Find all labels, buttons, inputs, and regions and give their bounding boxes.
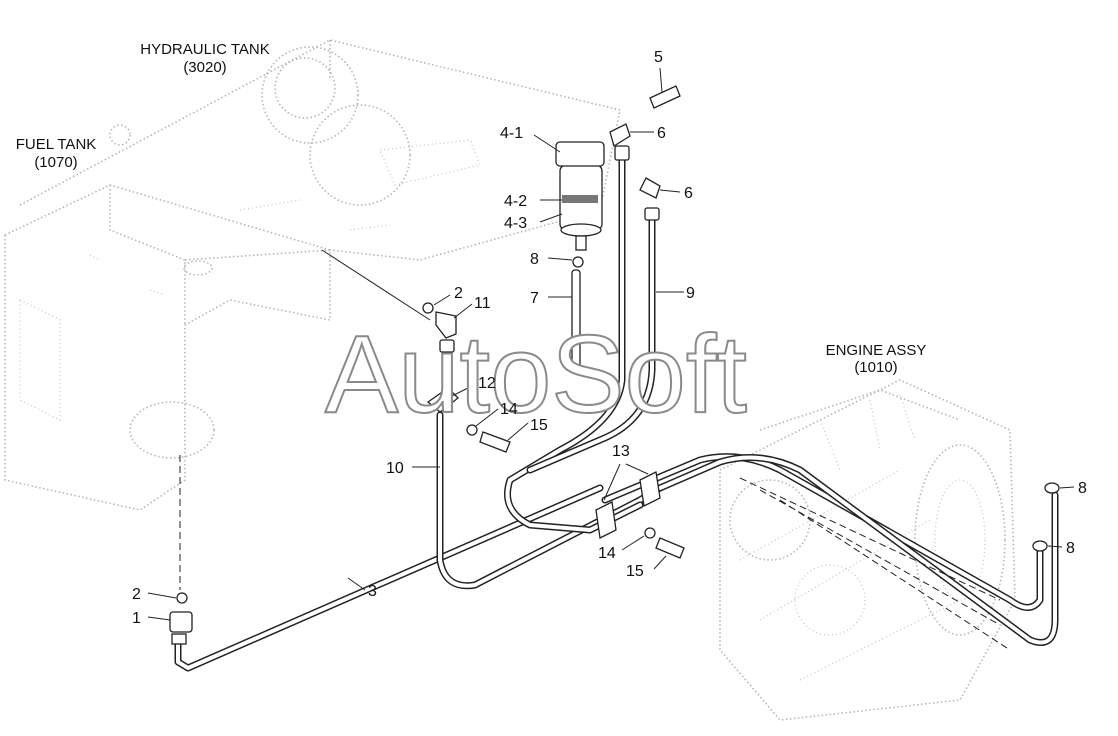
fittings — [169, 85, 1060, 645]
engine-label: ENGINE ASSY — [826, 342, 927, 359]
fuel-tank-outline — [4, 184, 331, 511]
pipe-clamps — [595, 471, 661, 539]
hidden-pipe-lines — [739, 477, 1011, 651]
callout-10: 10 — [386, 460, 404, 477]
callout-4-2: 4-2 — [504, 193, 527, 210]
callout-12: 12 — [478, 375, 496, 392]
callout-13: 13 — [612, 443, 630, 460]
callout-8-engine-upper: 8 — [1078, 480, 1087, 497]
callout-6-lower: 6 — [684, 185, 693, 202]
callout-14-lower: 14 — [598, 545, 616, 562]
watermark: AutoSoft — [325, 313, 747, 436]
callout-15-lower: 15 — [626, 563, 644, 580]
callout-5: 5 — [654, 49, 663, 66]
fuel-tank-code: (1070) — [34, 154, 77, 171]
fuel-tank-label: FUEL TANK — [16, 136, 97, 153]
callout-leaders — [147, 67, 1075, 621]
engine-outline — [719, 379, 1016, 721]
callout-11: 11 — [474, 295, 491, 312]
hydraulic-tank-leader — [321, 249, 431, 321]
callout-7: 7 — [530, 290, 539, 307]
hydraulic-tank-code: (3020) — [183, 59, 226, 76]
callout-3: 3 — [368, 583, 377, 600]
callout-9: 9 — [686, 285, 695, 302]
hydraulic-tank-outline — [19, 39, 621, 261]
engine-code: (1010) — [854, 359, 897, 376]
callout-8-filter: 8 — [530, 251, 539, 268]
fuel-filter — [555, 141, 605, 251]
callout-4-1: 4-1 — [500, 125, 523, 142]
callout-8-engine-lower: 8 — [1066, 540, 1075, 557]
callout-1: 1 — [132, 610, 141, 627]
callout-14-upper: 14 — [500, 401, 518, 418]
callout-4-3: 4-3 — [504, 215, 527, 232]
callout-numbers: 5 4-1 6 6 4-2 4-3 8 7 9 2 11 12 14 15 10… — [132, 49, 1087, 627]
callout-2-lower: 2 — [132, 586, 141, 603]
callout-15-upper: 15 — [530, 417, 548, 434]
callout-2-upper: 2 — [454, 285, 463, 302]
hydraulic-tank-label: HYDRAULIC TANK — [140, 41, 269, 58]
callout-6-top: 6 — [657, 125, 666, 142]
